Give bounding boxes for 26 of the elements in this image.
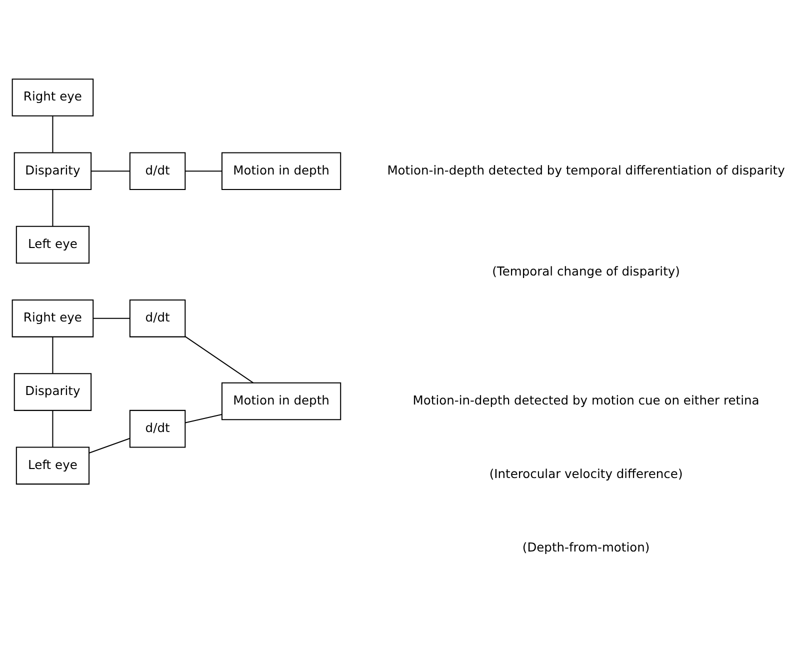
connector <box>88 438 130 454</box>
node-box: Motion in depth <box>221 152 342 190</box>
node-box: Left eye <box>16 446 90 485</box>
connector <box>91 170 130 172</box>
connector <box>52 116 54 152</box>
node-box: Left eye <box>16 226 90 264</box>
node-box: d/dt <box>129 152 186 190</box>
node-box: Right eye <box>12 299 94 338</box>
connector <box>185 414 222 424</box>
connector <box>185 336 254 384</box>
node-box: Disparity <box>14 152 92 190</box>
label: Motion-in-depth detected by temporal differentiation of disparity <box>387 163 785 178</box>
node-box: Motion in depth <box>221 382 342 420</box>
node-box: Right eye <box>12 78 94 116</box>
node-box: d/dt <box>129 299 186 338</box>
node-box: d/dt <box>129 410 186 448</box>
node-box: Disparity <box>14 373 92 411</box>
connector <box>52 410 54 447</box>
connector <box>52 336 54 374</box>
label: (Interocular velocity difference) <box>489 467 683 482</box>
label: Motion-in-depth detected by motion cue on either retina <box>412 393 760 408</box>
connector <box>52 190 54 226</box>
connector <box>93 318 130 319</box>
label: (Temporal change of disparity) <box>492 264 680 279</box>
label: (Depth-from-motion) <box>522 540 650 555</box>
connector <box>185 170 222 172</box>
